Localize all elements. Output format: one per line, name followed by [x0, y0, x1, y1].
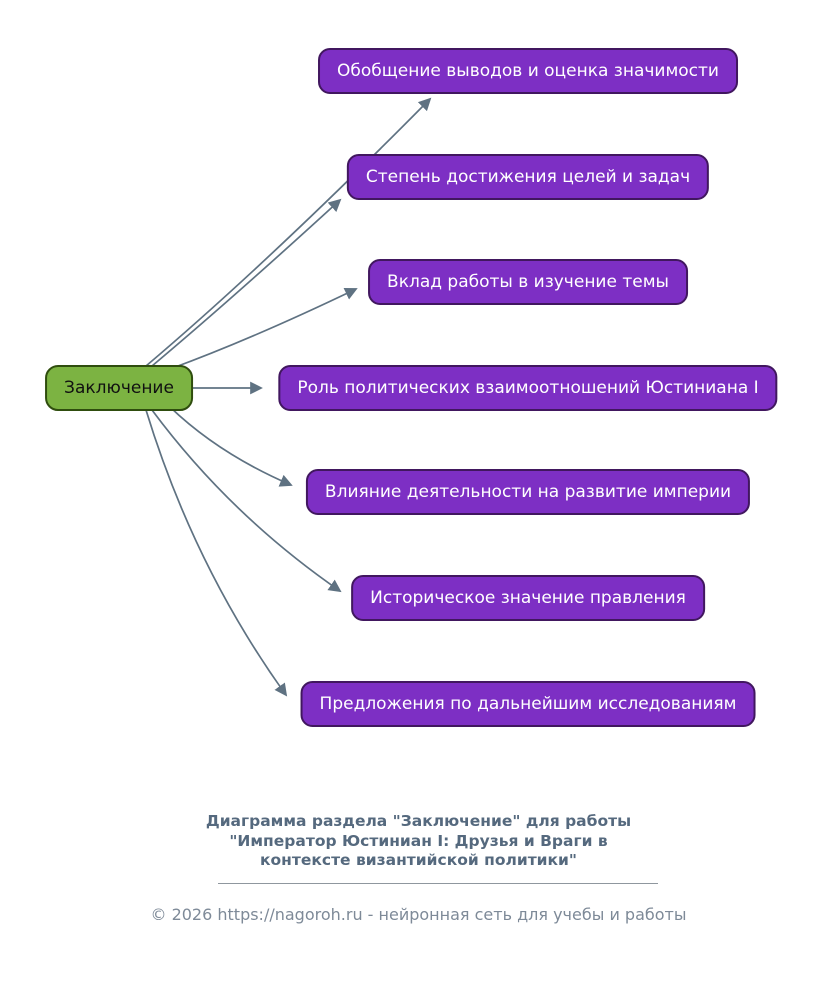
root-node-conclusion: Заключение: [45, 365, 193, 411]
edge-to-node-1: [145, 97, 432, 367]
footer-tagline: - нейронная сеть для учебы и работы: [362, 905, 687, 924]
divider-line: [218, 883, 658, 884]
caption-line-2: "Император Юстиниан I: Друзья и Враги в: [229, 831, 608, 850]
edge-to-node-7: [145, 409, 288, 697]
diagram-node-contribution: Вклад работы в изучение темы: [368, 259, 688, 305]
diagram-node-political-role: Роль политических взаимоотношений Юстини…: [278, 365, 778, 411]
node-label: Роль политических взаимоотношений Юстини…: [297, 378, 759, 398]
node-label: Влияние деятельности на развитие империи: [324, 482, 732, 502]
edge-to-node-2: [151, 198, 342, 367]
footer-text: © 2026 https://nagoroh.ru - нейронная се…: [0, 905, 837, 924]
diagram-caption: Диаграмма раздела "Заключение" для работ…: [0, 812, 837, 871]
diagram-node-historical-significance: Историческое значение правления: [351, 575, 705, 621]
node-label: Вклад работы в изучение темы: [387, 272, 669, 292]
edge-to-node-6: [151, 409, 342, 593]
caption-line-1: Диаграмма раздела "Заключение" для работ…: [205, 812, 632, 830]
diagram-node-empire-influence: Влияние деятельности на развитие империи: [305, 469, 751, 515]
node-label: Историческое значение правления: [370, 588, 686, 608]
diagram-node-further-research: Предложения по дальнейшим исследованиям: [300, 681, 756, 727]
node-label: Обобщение выводов и оценка значимости: [337, 61, 719, 81]
edge-to-node-5: [169, 406, 293, 487]
copyright-text: © 2026: [150, 905, 218, 924]
node-label: Степень достижения целей и задач: [365, 167, 691, 187]
diagram-node-goals: Степень достижения целей и задач: [346, 154, 710, 200]
node-label: Предложения по дальнейшим исследованиям: [319, 694, 737, 714]
caption-line-3: контексте византийской политики": [259, 851, 577, 869]
diagram-node-summary: Обобщение выводов и оценка значимости: [318, 48, 738, 94]
edge-to-node-3: [169, 287, 358, 370]
footer-link[interactable]: https://nagoroh.ru: [217, 905, 363, 924]
root-node-label: Заключение: [64, 378, 174, 398]
